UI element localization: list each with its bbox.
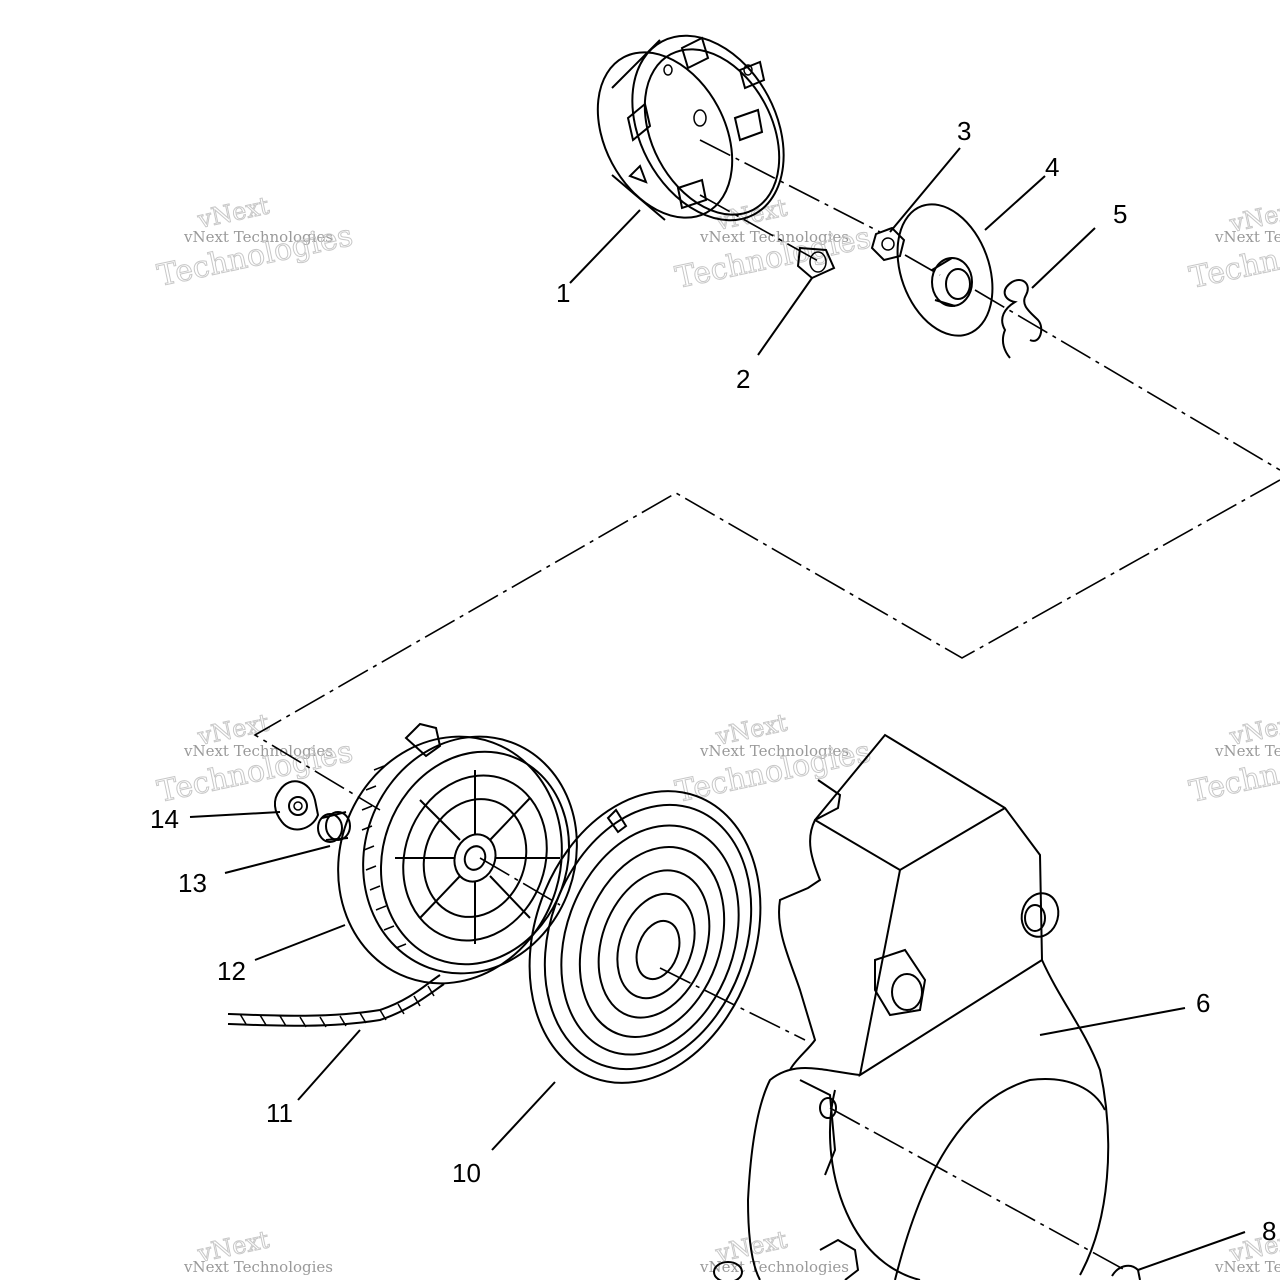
part-2-bolt [796, 246, 836, 280]
callout-13: 13 [178, 868, 207, 898]
watermark-top-right: vNext vNext Technologies Technologies [1186, 195, 1280, 296]
callout-3: 3 [957, 116, 971, 146]
part-10-recoil-spring [528, 790, 762, 1084]
watermark-mid-center: vNext vNext Technologies Technologies [672, 708, 874, 810]
assembly-centerlines [253, 139, 1280, 1271]
watermark-top-center: vNext vNext Technologies Technologies [672, 193, 874, 296]
part-4-plate [896, 203, 994, 337]
svg-text:vNext Technologies: vNext Technologies [183, 742, 333, 760]
svg-text:vNext Technologies: vNext Technologies [699, 742, 849, 760]
part-3-nut [870, 226, 906, 262]
part-13-spring [317, 811, 351, 843]
part-1-drive-cup [596, 34, 785, 222]
svg-text:vNext Technologies: vNext Technologies [183, 1258, 333, 1276]
callout-11: 11 [266, 1098, 293, 1128]
watermark-mid-right: vNext vNext Technologies Technologies [1186, 708, 1280, 810]
svg-text:vNext Technologies: vNext Technologies [1214, 742, 1280, 760]
watermark-bottom-center: vNext vNext Technologies [699, 1225, 849, 1276]
part-6-housing [713, 733, 1141, 1280]
callout-14: 14 [150, 804, 179, 834]
svg-text:vNext Technologies: vNext Technologies [699, 228, 849, 246]
part-11-rope [227, 974, 445, 1028]
callout-10: 10 [452, 1158, 481, 1188]
svg-text:vNext Technologies: vNext Technologies [183, 228, 333, 246]
leader-lines [189, 147, 1246, 1271]
callout-2: 2 [736, 364, 750, 394]
callout-5: 5 [1113, 199, 1127, 229]
svg-text:vNext Technologies: vNext Technologies [1214, 228, 1280, 246]
callout-6: 6 [1196, 988, 1210, 1018]
watermark-mid-left: vNext vNext Technologies Technologies [154, 708, 356, 810]
callout-1: 1 [556, 278, 570, 308]
svg-text:vNext Technologies: vNext Technologies [699, 1258, 849, 1276]
watermark-top-left: vNext vNext Technologies Technologies [154, 191, 356, 294]
part-14-pawl [274, 780, 320, 831]
part-5-clip [1001, 278, 1043, 359]
callout-12: 12 [217, 956, 246, 986]
part-12-reel [337, 722, 578, 985]
callout-8: 8 [1262, 1216, 1276, 1246]
callout-4: 4 [1045, 152, 1059, 182]
watermark-bottom-left: vNext vNext Technologies [183, 1225, 333, 1276]
svg-text:vNext Technologies: vNext Technologies [1214, 1258, 1280, 1276]
